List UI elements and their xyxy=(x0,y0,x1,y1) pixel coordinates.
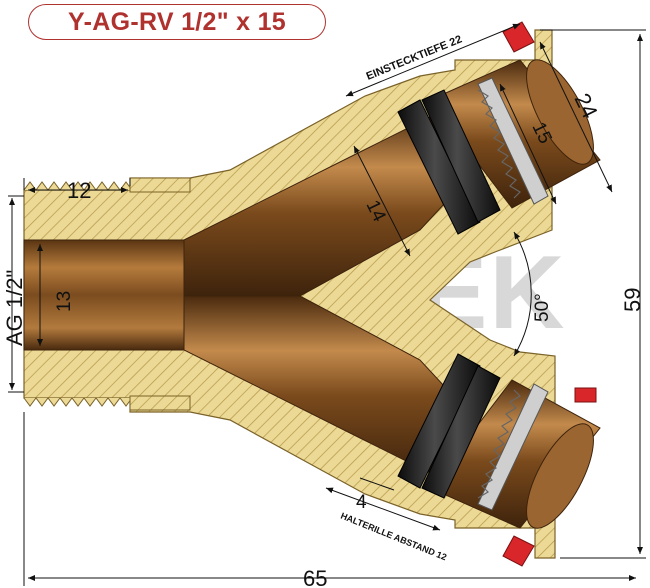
product-title: Y-AG-RV 1/2" x 15 xyxy=(68,7,286,36)
dim-inner-diameter: 13 xyxy=(54,291,75,312)
dim-retainer-distance: HALTERILLE ABSTAND 12 xyxy=(339,511,448,563)
dim-thread-length: 12 xyxy=(67,178,91,203)
dim-thread-size: AG 1/2" xyxy=(2,270,27,346)
dim-height: 59 xyxy=(620,288,645,312)
dimension-lines xyxy=(8,23,646,586)
dim-length: 65 xyxy=(303,566,327,588)
dim-retainer-value: 4 xyxy=(356,492,367,513)
lower-port xyxy=(397,353,601,567)
title-badge: Y-AG-RV 1/2" x 15 xyxy=(28,4,326,40)
dim-angle: 50° xyxy=(532,293,553,322)
